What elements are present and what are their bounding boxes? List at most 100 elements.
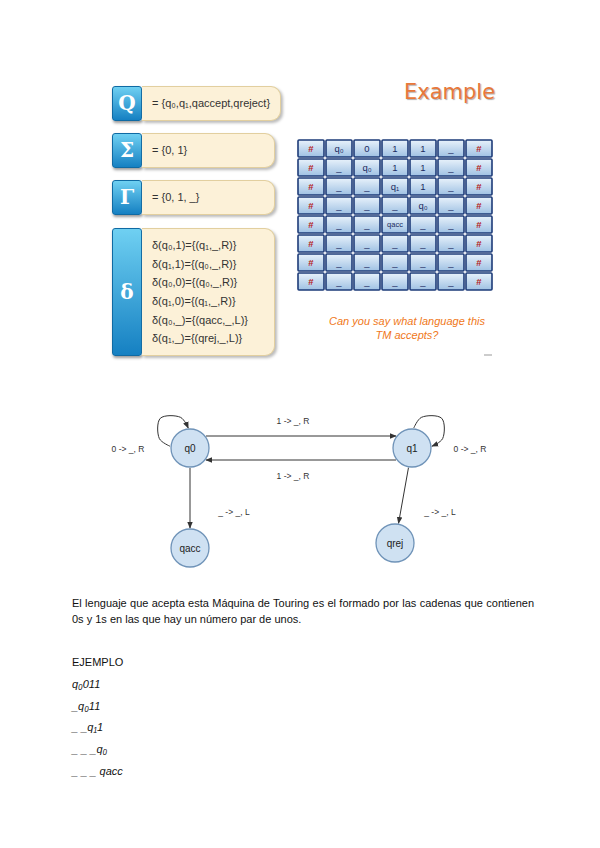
tape-cell — [298, 159, 324, 176]
explanation-text: El lenguaje que acepta esta Máquina de T… — [72, 596, 534, 628]
state-circle: q1 — [392, 428, 432, 468]
tape-symbol: # — [466, 142, 492, 155]
tape-symbol: # — [466, 275, 492, 288]
transition-box: δδ(q₀,1)={(q₁,_,R)}δ(q₁,1)={(q₀,_,R)}δ(q… — [112, 228, 275, 356]
section-heading: EJEMPLO — [72, 655, 123, 669]
symbol-badge: Γ — [112, 180, 142, 215]
tape-symbol: _ — [382, 256, 408, 269]
definition-text: δ(q₀,_)={(qacc,_,L)} — [152, 311, 264, 330]
tape-symbol: _ — [410, 275, 436, 288]
state-outline — [171, 529, 209, 567]
definition-panel: = {q₀,q₁,qaccept,qreject} — [142, 86, 281, 121]
tape-cell — [438, 235, 464, 252]
definition-text: δ(q₀,0)={(q₀,_,R)} — [152, 273, 264, 292]
tape-symbol: # — [298, 256, 324, 269]
configuration-line: _ _ _q₀ — [72, 742, 107, 756]
symbol-badge: Q — [112, 86, 142, 121]
tape-symbol: _ — [326, 199, 352, 212]
definition-text: = {0, 1} — [152, 141, 264, 160]
definition-box: Q = {q₀,q₁,qaccept,qreject} — [112, 86, 281, 121]
tape-symbol: _ — [438, 142, 464, 155]
tape-symbol: _ — [438, 199, 464, 212]
slide-question: Can you say what language this TM accept… — [322, 314, 492, 343]
tape-cell — [298, 216, 324, 233]
tape-cell — [438, 140, 464, 157]
tape-symbol: _ — [438, 180, 464, 193]
tape-symbol: _ — [382, 199, 408, 212]
tape-cell — [438, 273, 464, 290]
tape-cell — [326, 159, 352, 176]
tape-symbol: 0 — [354, 142, 380, 155]
state-name: qacc — [179, 543, 200, 554]
state-outline — [171, 429, 209, 467]
tape-symbol: _ — [410, 218, 436, 231]
tape-symbol: _ — [354, 218, 380, 231]
tape-symbol: _ — [354, 256, 380, 269]
tape-cell — [382, 216, 408, 233]
tape-symbol: # — [466, 237, 492, 250]
tape-cell — [326, 235, 352, 252]
tape-symbol: # — [466, 180, 492, 193]
tape-symbol: # — [298, 199, 324, 212]
tape-symbol: # — [298, 218, 324, 231]
tape-symbol: _ — [438, 256, 464, 269]
tape-cell — [382, 273, 408, 290]
definition-text: = {0, 1, _} — [152, 188, 264, 207]
transition-arrow — [206, 460, 396, 461]
tape-cell — [410, 216, 436, 233]
transition-label: 1 -> _, R — [275, 471, 312, 481]
transition-arrow — [206, 436, 396, 437]
tape-cell — [298, 178, 324, 195]
tape-cell — [354, 254, 380, 271]
tape-cell — [354, 216, 380, 233]
tape-symbol: 1 — [410, 161, 436, 174]
tape-cell — [298, 273, 324, 290]
tape-symbol: _ — [326, 218, 352, 231]
state-circle: qrej — [375, 523, 415, 563]
definition-text: δ(q₀,1)={(q₁,_,R)} — [152, 236, 264, 255]
tape-symbol: _ — [438, 275, 464, 288]
tape-cell — [326, 273, 352, 290]
symbol-badge: Σ — [112, 133, 142, 168]
transition-arrow — [190, 468, 191, 528]
transition-label: 0 -> _, R — [110, 444, 147, 454]
tape-symbol: _ — [326, 161, 352, 174]
definition-box: Γ = {0, 1, _} — [112, 180, 275, 215]
state-name: qrej — [387, 538, 404, 549]
tape-symbol: _ — [354, 237, 380, 250]
tape-cell — [382, 254, 408, 271]
tape-cell — [298, 235, 324, 252]
tape-cell — [382, 197, 408, 214]
tape-cell — [410, 140, 436, 157]
tape-symbol: # — [298, 180, 324, 193]
tape-symbol: _ — [438, 218, 464, 231]
tape-symbol: _ — [326, 275, 352, 288]
tape-symbol: # — [298, 161, 324, 174]
transition-label: 1 -> _, R — [275, 416, 312, 426]
tape-cell — [466, 140, 492, 157]
tape-cell — [354, 273, 380, 290]
slide-mark — [484, 355, 492, 356]
tape-cell — [326, 216, 352, 233]
tape-cell — [354, 159, 380, 176]
tape-cell — [298, 254, 324, 271]
tape-symbol: # — [298, 275, 324, 288]
tape-cell — [466, 216, 492, 233]
tape-symbol: qacc — [382, 218, 408, 231]
tape-symbol: _ — [354, 180, 380, 193]
state-circle: qacc — [170, 528, 210, 568]
state-outline — [393, 429, 431, 467]
tape-symbol: 1 — [410, 180, 436, 193]
tape-cell — [326, 197, 352, 214]
tape-cell — [410, 273, 436, 290]
tape-cell — [354, 197, 380, 214]
tape-symbol: _ — [410, 256, 436, 269]
tape-cell — [466, 197, 492, 214]
tape-cell — [466, 159, 492, 176]
tape-symbol: # — [466, 199, 492, 212]
tape-symbol: # — [466, 218, 492, 231]
definition-text: = {q₀,q₁,qaccept,qreject} — [152, 94, 270, 113]
definition-text: δ(q₁,1)={(q₀,_,R)} — [152, 255, 264, 274]
tape-cell — [382, 140, 408, 157]
configuration-line: _ _q₁1 — [72, 720, 103, 734]
